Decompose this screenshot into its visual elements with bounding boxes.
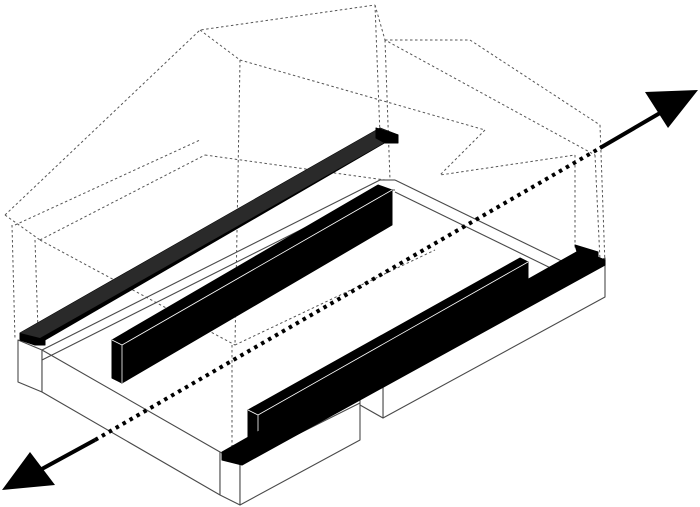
arrowhead-left-icon xyxy=(2,452,55,490)
circulation-axis-arrow xyxy=(2,90,698,490)
base-platform xyxy=(17,179,606,506)
arrowhead-right-icon xyxy=(645,90,698,128)
center-wall-block xyxy=(111,184,393,384)
front-solid-cap xyxy=(221,244,606,466)
left-rail-bar xyxy=(19,127,399,346)
roof-wireframe xyxy=(4,4,606,455)
